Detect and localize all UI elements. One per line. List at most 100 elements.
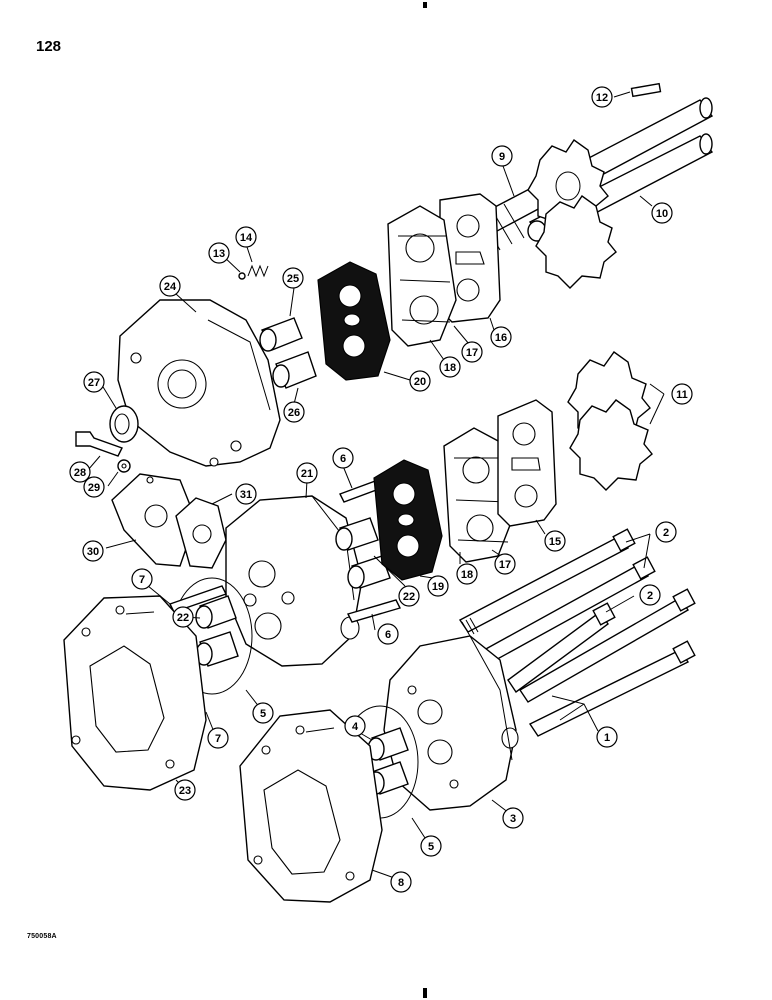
callout-label-31: 31 [240, 489, 252, 501]
callout-27: 27 [83, 371, 105, 393]
callout-7-lower: 7 [207, 727, 229, 749]
callout-8: 8 [390, 871, 412, 893]
seal-part-19 [373, 459, 443, 581]
callout-label-2-upper: 2 [663, 527, 669, 539]
gasket-part-31 [175, 497, 227, 569]
dowel-pin-part-6-lower [346, 599, 402, 623]
ball-part-13 [238, 272, 246, 280]
callout-29: 29 [83, 476, 105, 498]
callout-25: 25 [282, 267, 304, 289]
callout-4: 4 [344, 715, 366, 737]
callout-label-5-right: 5 [428, 841, 434, 853]
seal-part-20 [317, 261, 391, 381]
front-cover-part-3 [383, 635, 519, 811]
callout-18-upper: 18 [439, 356, 461, 378]
rear-housing-part-24 [117, 299, 281, 467]
callout-5-right: 5 [420, 835, 442, 857]
callout-label-2-lower: 2 [647, 590, 653, 602]
callout-6-lower: 6 [377, 623, 399, 645]
callout-label-30: 30 [87, 546, 99, 558]
callout-label-13: 13 [213, 248, 225, 260]
callout-18-lower: 18 [456, 563, 478, 585]
long-bolt-part-2-a [458, 528, 636, 637]
callout-label-16: 16 [495, 332, 507, 344]
long-bolt-part-2-c [507, 602, 616, 693]
callout-label-29: 29 [88, 482, 100, 494]
callout-7-upper: 7 [131, 568, 153, 590]
wear-plate-part-15 [497, 399, 557, 527]
callout-label-24: 24 [164, 281, 177, 293]
callout-17-upper: 17 [461, 341, 483, 363]
callout-16: 16 [490, 326, 512, 348]
callout-14: 14 [235, 226, 257, 248]
callout-22-middle: 22 [398, 585, 420, 607]
callout-label-11: 11 [676, 389, 688, 401]
callout-2-lower: 2 [639, 584, 661, 606]
middle-housing-part-21 [225, 495, 363, 667]
callout-9: 9 [491, 145, 513, 167]
bushing-part-22-middle [335, 517, 391, 589]
callout-label-17-upper: 17 [466, 347, 478, 359]
callout-23: 23 [174, 779, 196, 801]
callout-6-upper: 6 [332, 447, 354, 469]
callout-1: 1 [596, 726, 618, 748]
callout-22-left: 22 [172, 606, 194, 628]
callout-21: 21 [296, 462, 318, 484]
oil-seal-part-27 [109, 405, 139, 443]
callout-label-12: 12 [596, 92, 608, 104]
callout-label-15: 15 [549, 536, 561, 548]
callout-label-14: 14 [240, 232, 253, 244]
washer-part-29 [117, 459, 131, 473]
callout-label-7-lower: 7 [215, 733, 221, 745]
gear-set-part-11 [567, 351, 653, 491]
callout-label-28: 28 [74, 467, 86, 479]
long-bolt-part-1-a [519, 588, 696, 703]
callout-10: 10 [651, 202, 673, 224]
key-part-12 [630, 82, 662, 98]
callout-26: 26 [283, 401, 305, 423]
callout-31: 31 [235, 483, 257, 505]
callout-3: 3 [502, 807, 524, 829]
gear-housing-part-23 [63, 595, 207, 791]
callout-label-5-left: 5 [260, 708, 266, 720]
callout-label-7-upper: 7 [139, 574, 145, 586]
callout-5-left: 5 [252, 702, 274, 724]
spring-part-14 [247, 264, 269, 278]
callout-label-8: 8 [398, 877, 404, 889]
callout-label-27: 27 [88, 377, 100, 389]
callout-label-26: 26 [288, 407, 300, 419]
port-flange-part-30 [111, 473, 197, 567]
callout-label-18-lower: 18 [461, 569, 473, 581]
callout-label-20: 20 [414, 376, 426, 388]
callout-label-6-lower: 6 [385, 629, 391, 641]
callout-20: 20 [409, 370, 431, 392]
registration-mark-top [423, 2, 427, 8]
bushing-part-22-left [195, 595, 239, 667]
callout-15: 15 [544, 530, 566, 552]
callout-label-18-upper: 18 [444, 362, 456, 374]
leader-lines [87, 91, 665, 881]
backup-frame-part-18-upper [387, 205, 457, 347]
callout-label-3: 3 [510, 813, 516, 825]
callout-label-25: 25 [287, 273, 299, 285]
backup-frame-part-18-lower [443, 427, 513, 563]
bolt-part-28 [75, 431, 123, 457]
callout-label-1: 1 [604, 732, 610, 744]
callout-30: 30 [82, 540, 104, 562]
bushing-part-26 [272, 351, 317, 389]
callout-label-6-upper: 6 [340, 453, 346, 465]
callout-label-9: 9 [499, 151, 505, 163]
callout-label-10: 10 [656, 208, 668, 220]
callout-17-lower: 17 [494, 553, 516, 575]
callout-label-22-left: 22 [177, 612, 189, 624]
callout-2-upper: 2 [655, 521, 677, 543]
long-bolt-part-1-b [528, 640, 696, 737]
gear-housing-part-8 [239, 709, 383, 903]
callout-label-23: 23 [179, 785, 191, 797]
callout-11: 11 [671, 383, 693, 405]
callout-label-17-lower: 17 [499, 559, 511, 571]
gear-lower-part-10 [535, 195, 617, 289]
callout-label-4: 4 [352, 721, 359, 733]
callout-label-21: 21 [301, 468, 313, 480]
